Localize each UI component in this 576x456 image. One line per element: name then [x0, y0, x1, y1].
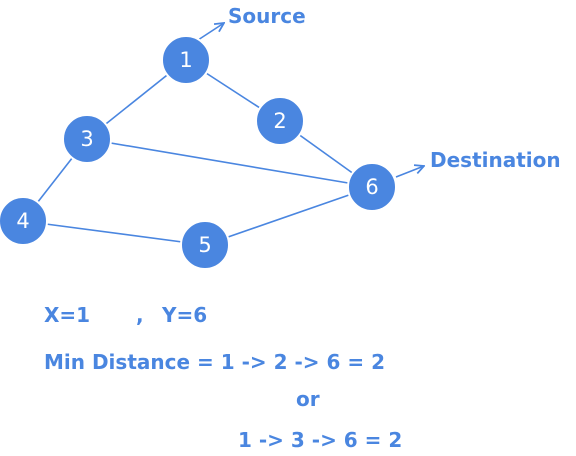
destination-label: Destination	[430, 148, 561, 172]
nodes: 1 2 3 4 5 6	[0, 35, 397, 270]
edge-5-6	[204, 186, 373, 246]
or-text: or	[296, 387, 320, 411]
node-1-circle	[161, 35, 211, 85]
alternative-path-text: 1 -> 3 -> 6 = 2	[238, 428, 403, 452]
node-4-label: 4	[16, 209, 29, 233]
node-1: 1	[161, 35, 211, 85]
min-distance-text: Min Distance = 1 -> 2 -> 6 = 2	[44, 350, 386, 374]
node-3: 3	[62, 114, 112, 164]
node-6: 6	[347, 162, 397, 212]
node-5: 5	[180, 220, 230, 270]
node-4-circle	[0, 196, 48, 246]
node-4: 4	[0, 196, 48, 246]
edge-4-5	[22, 220, 206, 246]
node-5-label: 5	[198, 233, 211, 257]
node-1-label: 1	[179, 48, 192, 72]
y-value: Y=6	[162, 303, 208, 327]
source-arrow	[197, 23, 224, 41]
node-2-circle	[255, 96, 305, 146]
node-5-circle	[180, 220, 230, 270]
x-value: X=1	[44, 303, 91, 327]
node-2: 2	[255, 96, 305, 146]
node-3-circle	[62, 114, 112, 164]
node-6-circle	[347, 162, 397, 212]
node-6-label: 6	[365, 175, 378, 199]
graph-diagram: Source Destination 1 2 3 4 5 6	[0, 4, 561, 270]
node-2-label: 2	[273, 109, 286, 133]
edge-3-6	[86, 138, 373, 188]
destination-arrow	[395, 166, 424, 178]
separator-comma: ,	[136, 303, 144, 327]
source-label: Source	[228, 4, 306, 28]
node-3-label: 3	[80, 127, 93, 151]
